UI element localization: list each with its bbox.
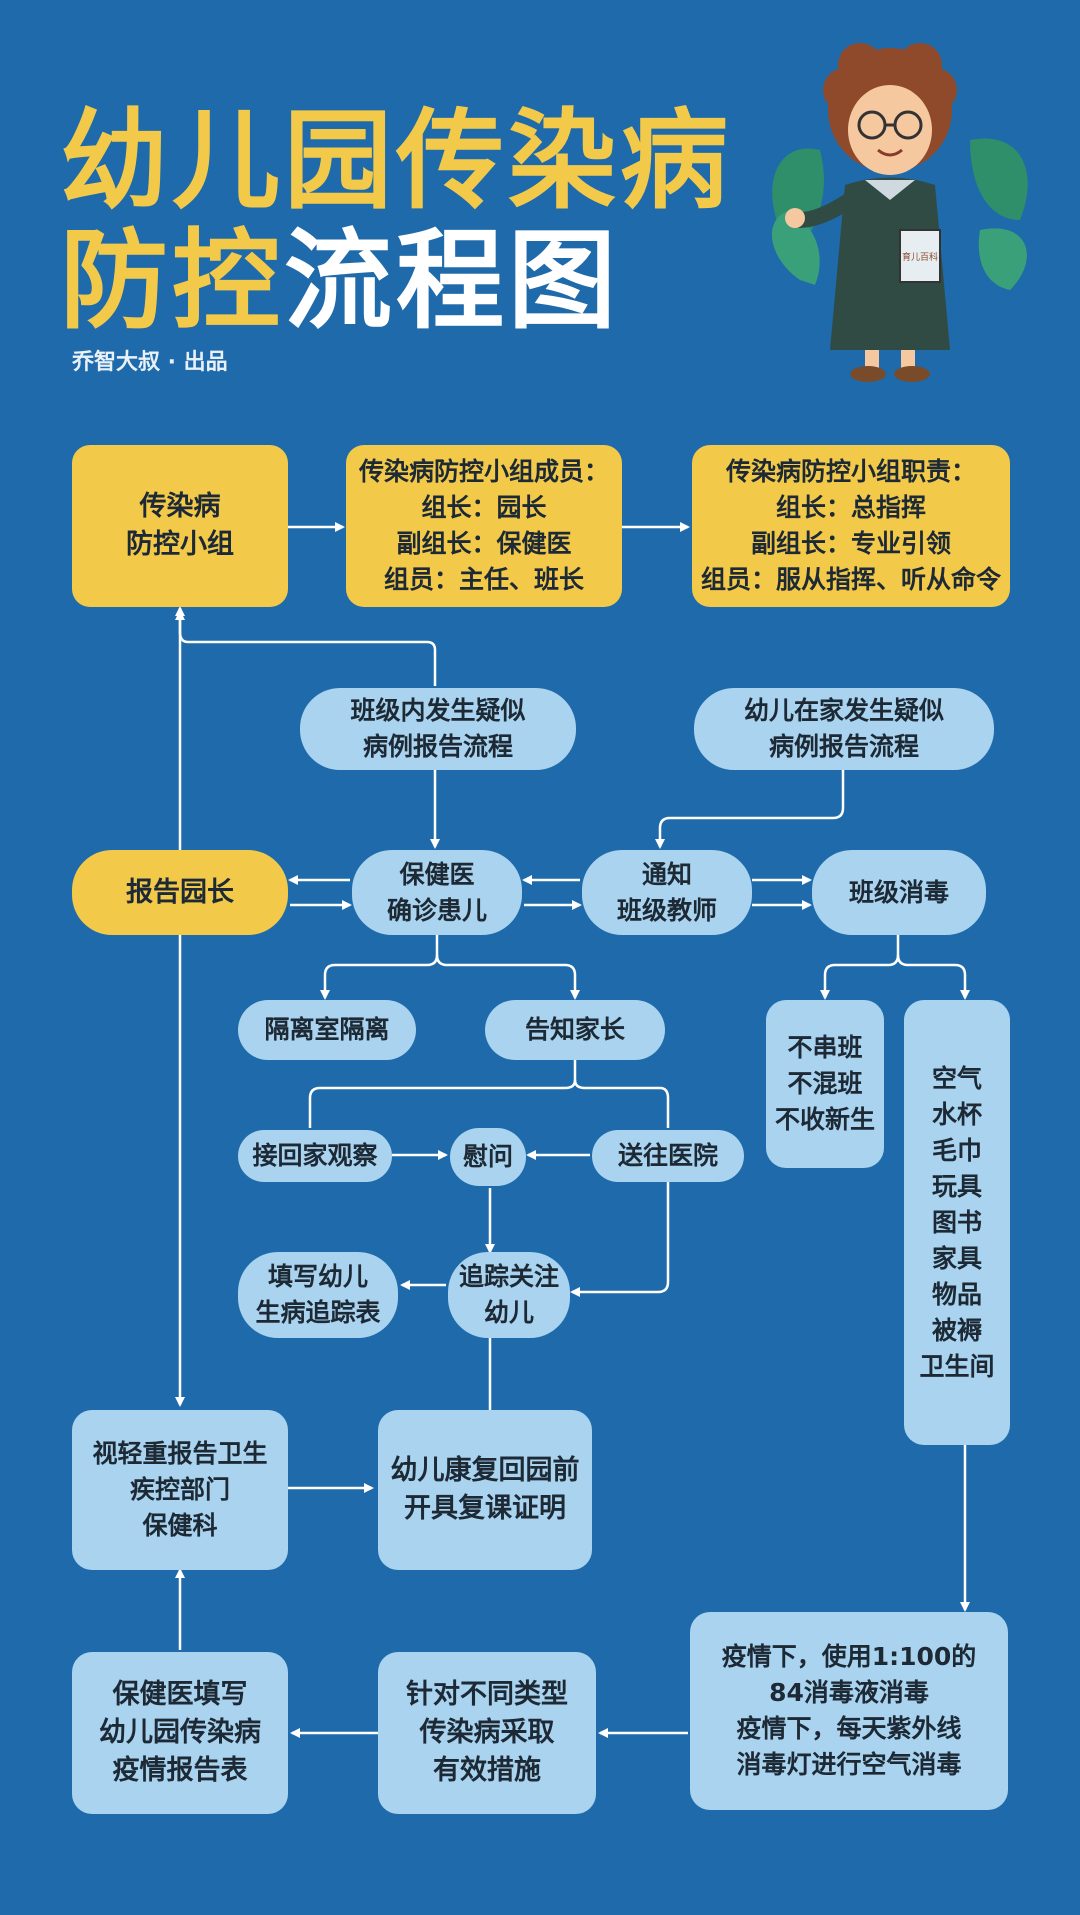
node-isolation: 隔离室隔离	[238, 1000, 416, 1060]
title-line-1: 幼儿园传染病	[60, 99, 733, 224]
node-hospital: 送往医院	[592, 1130, 744, 1182]
node-doctor-report-form: 保健医填写 幼儿园传染病 疫情报告表	[72, 1652, 288, 1814]
node-epidemic-disinfection: 疫情下，使用1:100的 84消毒液消毒 疫情下，每天紫外线 消毒灯进行空气消毒	[690, 1612, 1008, 1810]
node-return-certificate: 幼儿康复回园前 开具复课证明	[378, 1410, 592, 1570]
node-team-duties: 传染病防控小组职责： 组长：总指挥 副组长：专业引领 组员：服从指挥、听从命令	[692, 445, 1010, 607]
node-team-members: 传染病防控小组成员： 组长：园长 副组长：保健医 组员：主任、班长	[346, 445, 622, 607]
node-report-director: 报告园长	[72, 850, 288, 935]
node-notify-teacher: 通知 班级教师	[582, 850, 752, 935]
node-console: 慰问	[450, 1128, 526, 1186]
node-team: 传染病 防控小组	[72, 445, 288, 607]
title-line-2: 防控流程图	[60, 228, 620, 336]
credit-text: 乔智大叔 · 出品	[72, 350, 228, 375]
node-targeted-measures: 针对不同类型 传染病采取 有效措施	[378, 1652, 596, 1814]
node-home-report: 幼儿在家发生疑似 病例报告流程	[694, 688, 994, 770]
node-no-mixing: 不串班 不混班 不收新生	[766, 1000, 884, 1168]
node-class-report: 班级内发生疑似 病例报告流程	[300, 688, 576, 770]
node-notify-parent: 告知家长	[485, 1000, 665, 1060]
book-label: 育儿百科	[902, 251, 938, 263]
node-report-health-dept: 视轻重报告卫生 疾控部门 保健科	[72, 1410, 288, 1570]
title-line-2-yellow: 防控	[60, 219, 285, 344]
teacher-mascot-illustration: 育儿百科	[771, 43, 1028, 382]
node-doctor-diagnose: 保健医 确诊患儿	[352, 850, 522, 935]
node-fill-tracking-form: 填写幼儿 生病追踪表	[238, 1252, 398, 1338]
book-icon	[899, 229, 941, 283]
node-track-child: 追踪关注 幼儿	[448, 1252, 570, 1338]
title-line-2-white: 流程图	[284, 219, 621, 344]
node-class-disinfect: 班级消毒	[812, 850, 986, 935]
node-home-observe: 接回家观察	[238, 1130, 392, 1182]
node-disinfect-items: 空气 水杯 毛巾 玩具 图书 家具 物品 被褥 卫生间	[904, 1000, 1010, 1445]
